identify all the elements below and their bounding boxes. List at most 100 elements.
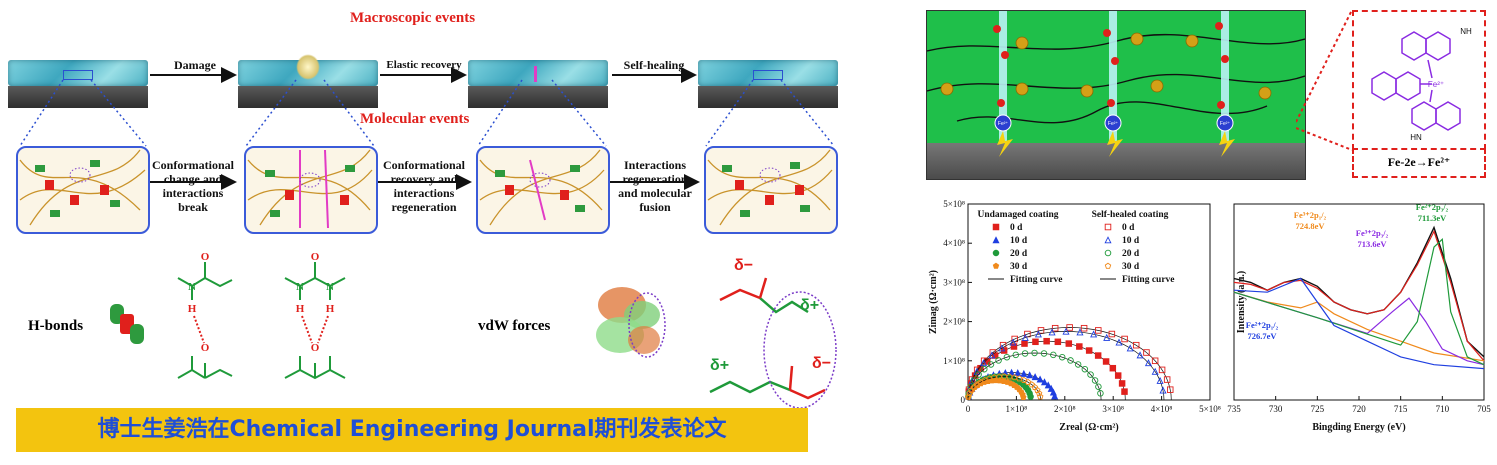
legend-marker — [992, 236, 1000, 244]
data-point — [1050, 351, 1057, 359]
legend-entry: 30 d — [1122, 262, 1140, 272]
x-axis-title: Zreal (Ω·cm²) — [1059, 422, 1118, 433]
atom-o-4: O — [311, 342, 320, 354]
data-point — [995, 357, 1002, 364]
molecular-step-1-line4: break — [178, 200, 208, 214]
coating-mechanism-scene: Fe²⁺ Fe²⁺ Fe²⁺ — [926, 10, 1306, 180]
data-point — [1011, 374, 1018, 381]
xps-series-fe2-2p3-2 — [1233, 238, 1485, 366]
atom-o-3: O — [311, 251, 320, 263]
complex-nh-label: NH — [1460, 27, 1472, 36]
hbond-cylinder-icon — [110, 304, 144, 344]
xps-series-fe2-2p1-2 — [1233, 277, 1485, 370]
molecular-step-3-line4: fusion — [639, 200, 671, 214]
data-point — [1024, 378, 1032, 385]
data-point — [1151, 357, 1159, 365]
step-damage-label: Damage — [174, 58, 216, 72]
series-self-healed-10-d — [965, 327, 1167, 401]
legend-entry: 10 d — [1010, 236, 1028, 246]
data-point — [1021, 340, 1028, 347]
hbonds-label: H-bonds — [28, 318, 84, 334]
data-point — [1031, 373, 1039, 381]
network-box-1 — [16, 146, 150, 234]
data-point — [1009, 338, 1017, 346]
plot-frame — [967, 203, 1211, 401]
data-point — [1036, 375, 1044, 383]
data-point — [1126, 344, 1134, 352]
legend-entry: Fitting curve — [1010, 275, 1063, 285]
data-point — [1003, 353, 1011, 361]
y-tick-label: 2×10⁸ — [943, 317, 965, 327]
data-point — [1087, 371, 1094, 378]
molecular-step-2-line3: interactions — [393, 186, 455, 200]
series-self-healed-30-d — [965, 373, 1044, 401]
legend-entry: 0 d — [1010, 223, 1023, 233]
step-selfheal-label: Self-healing — [623, 58, 685, 72]
data-point — [1066, 324, 1073, 331]
x-tick-label: 1×10⁸ — [1006, 404, 1028, 414]
data-point — [973, 381, 981, 388]
vdw-lobes-icon — [596, 287, 666, 358]
polymer-chains: Fe²⁺ Fe²⁺ Fe²⁺ — [927, 11, 1305, 157]
fe-ion-label-3: Fe²⁺ — [1220, 121, 1231, 127]
network-box-2 — [244, 146, 378, 234]
fitting-curve — [967, 327, 1172, 401]
xps-series-fe3-2p1-2 — [1233, 291, 1485, 362]
news-banner-text: 博士生姜浩在Chemical Engineering Journal期刊发表论文 — [97, 417, 727, 442]
molecular-step-3-line3: and molecular — [618, 186, 692, 200]
x-tick-label: 5×10⁸ — [1199, 404, 1221, 414]
annotation-label: Fe³⁺2p₃/₂ — [1356, 228, 1389, 238]
fe-ion-label-1: Fe²⁺ — [998, 121, 1009, 127]
data-point — [998, 344, 1006, 352]
data-point — [1091, 377, 1099, 384]
data-point — [1094, 352, 1102, 359]
network-box-4 — [704, 146, 838, 234]
data-point — [1037, 393, 1044, 400]
atom-h-1: H — [188, 303, 197, 315]
data-point — [1012, 351, 1020, 359]
data-point — [1027, 393, 1034, 400]
complex-fe-label: Fe²⁺ — [1428, 80, 1444, 89]
annotation-label: Fe²⁺2p₁/₂ — [1246, 320, 1279, 330]
y-tick-label: 1×10⁸ — [943, 356, 965, 366]
data-point — [1065, 340, 1073, 347]
x-tick-label: 4×10⁸ — [1151, 404, 1173, 414]
delta-plus-bottom: δ+ — [710, 357, 729, 374]
data-point — [1020, 376, 1028, 383]
data-point — [1151, 367, 1159, 375]
zoom-dotted-lines — [1296, 9, 1353, 151]
x-tick-label: 0 — [966, 404, 971, 414]
atom-n-3: N — [326, 281, 334, 293]
data-point — [1001, 373, 1008, 380]
data-point — [1109, 364, 1117, 372]
data-point — [1051, 324, 1059, 332]
atom-o-1: O — [201, 251, 210, 263]
y-tick-label: 0 — [961, 395, 966, 405]
legend-entry: Fitting curve — [1122, 275, 1175, 285]
data-point — [1016, 375, 1023, 382]
data-point — [975, 371, 982, 378]
data-point — [1051, 392, 1059, 400]
data-point — [1108, 330, 1116, 338]
annotation-label: Fe³⁺2p₁/₂ — [1294, 210, 1327, 220]
data-point — [1166, 386, 1174, 393]
data-point — [1034, 330, 1042, 338]
annotation-value: 711.3eV — [1418, 213, 1447, 223]
fitting-curve — [967, 352, 1102, 401]
data-point — [1114, 372, 1122, 379]
data-point — [1103, 333, 1111, 341]
fe-ion-label-2: Fe²⁺ — [1108, 121, 1119, 127]
delta-plus-top: δ+ — [800, 297, 819, 314]
delta-minus-bottom: δ− — [812, 355, 831, 372]
x-tick-label: 730 — [1269, 404, 1283, 414]
data-point — [1143, 349, 1150, 356]
reaction-equation: Fe-2e→Fe²⁺ — [1352, 148, 1486, 178]
legend-group-title: Self-healed coating — [1092, 210, 1169, 220]
data-point — [1115, 338, 1123, 346]
fe-complex-box: NH HN Fe²⁺ — [1352, 10, 1486, 150]
data-point — [1020, 369, 1028, 377]
molecular-step-2: Conformational recovery and interactions… — [374, 158, 474, 214]
legend-entry: 0 d — [1122, 223, 1135, 233]
data-point — [1074, 361, 1082, 368]
data-point — [1037, 327, 1045, 334]
